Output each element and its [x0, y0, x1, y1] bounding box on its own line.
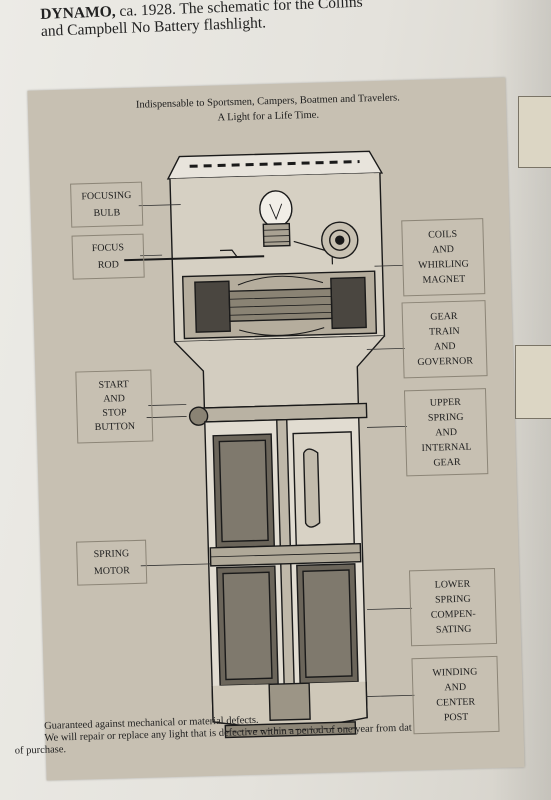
label-gear-train-governor: GEAR TRAIN AND GOVERNOR: [401, 300, 488, 379]
label-start-stop-button: START AND STOP BUTTON: [75, 369, 154, 444]
label-lower-line-4: SATING: [435, 623, 472, 636]
label-focus-rod: FOCUS ROD: [71, 233, 145, 280]
label-upper-line-5: GEAR: [433, 456, 461, 469]
label-focus-rod-line-1: FOCUS: [91, 242, 125, 255]
adjacent-photo-card-bottom: [515, 345, 551, 419]
label-spring-motor-line-2: MOTOR: [93, 565, 131, 578]
label-upper-spring-internal-gear: UPPER SPRING AND INTERNAL GEAR: [403, 388, 489, 477]
label-lower-spring-compensating: LOWER SPRING COMPEN- SATING: [408, 567, 498, 647]
label-coils-whirling-magnet: COILS AND WHIRLING MAGNET: [401, 218, 486, 297]
label-focusing-bulb-line-1: FOCUSING: [81, 189, 132, 203]
flashlight-schematic: [124, 150, 415, 739]
label-focusing-bulb: FOCUSING BULB: [70, 181, 144, 228]
label-coils-line-4: MAGNET: [422, 273, 466, 286]
label-spring-motor: SPRING MOTOR: [76, 539, 148, 586]
label-focusing-bulb-line-2: BULB: [93, 207, 121, 220]
adjacent-photo-card-top: [518, 96, 551, 168]
label-start-stop-button-line-4: BUTTON: [94, 420, 136, 434]
label-spring-motor-line-1: SPRING: [93, 548, 130, 561]
label-gear-line-4: GOVERNOR: [417, 355, 474, 369]
schematic-plate: Indispensable to Sportsmen, Campers, Boa…: [27, 77, 525, 781]
label-focus-rod-line-2: ROD: [97, 259, 120, 271]
